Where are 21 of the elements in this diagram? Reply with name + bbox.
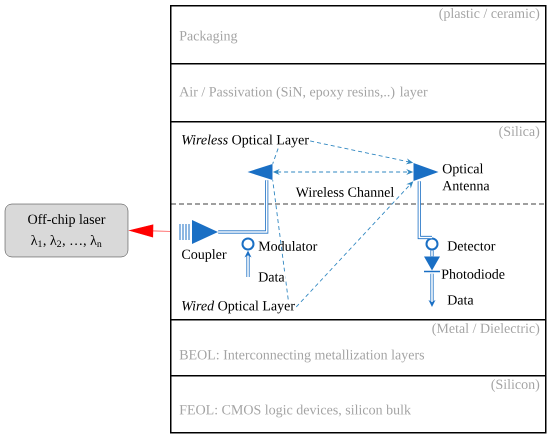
edge-label: Data (446, 294, 475, 306)
edge-label: Data (257, 271, 286, 283)
component-label: Photodiode (442, 269, 504, 279)
edge-label: Wireless Channel (294, 186, 396, 198)
layer-label: Wireless Optical Layer (182, 134, 309, 148)
antenna-triangle (248, 164, 272, 180)
component-label: Optical Antenna (442, 164, 490, 190)
waveguide (418, 181, 432, 240)
waveguide (430, 250, 434, 256)
layer-band: (plastic / ceramic) Packaging (170, 5, 546, 64)
component-label: Coupler (182, 249, 226, 262)
layer-label: Wired Optical Layer (182, 300, 295, 314)
layer-band: (Metal / Dielectric) BEOL: Interconnecting metallization layers (170, 319, 546, 376)
layer-band: (Silicon) FEOL: CMOS logic devices, silicon bulk (170, 375, 546, 434)
component-label: Detector (448, 241, 496, 251)
layer-band: Air / Passivation (SiN, epoxy resins,..) layer (170, 63, 546, 122)
dashed-line (272, 148, 279, 164)
component-label: Modulator (258, 241, 318, 251)
laser-box: Off-chip laser λ$_{1}$, λ$_{2}$, …, λ$_{n}$ (4, 204, 128, 258)
dashed-line (272, 180, 289, 300)
waveguide (218, 180, 268, 234)
